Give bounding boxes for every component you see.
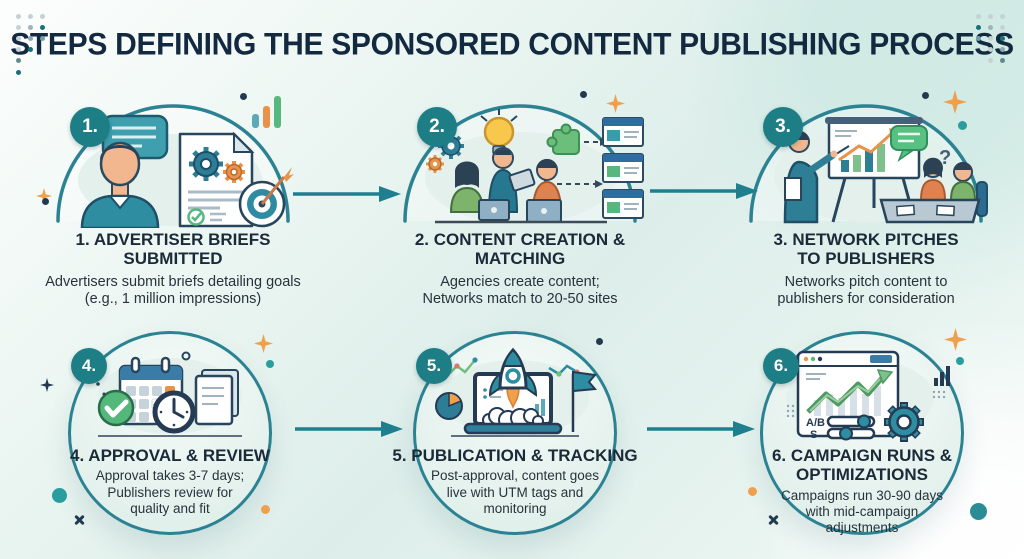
dot-decoration: [261, 505, 270, 514]
ab-test-label: A/B: [806, 417, 825, 429]
dot-decoration: [922, 92, 929, 99]
bar-chart-mini-icon: [934, 366, 950, 386]
question-mark-label: ?: [939, 147, 951, 169]
slider-knob: [857, 414, 871, 429]
gear-small-icon: [426, 155, 444, 173]
dot-decoration: [52, 488, 67, 503]
gear-icon: [189, 147, 223, 181]
dots-texture: [786, 390, 946, 418]
arrow-step2-to-step3: [650, 183, 758, 199]
dot-decoration: [42, 198, 49, 205]
step-2-number-badge: 2.: [417, 107, 457, 147]
gear-small-icon: [223, 161, 245, 183]
content-creation-illustration: [425, 109, 644, 224]
pie-chart-icon: [435, 392, 463, 420]
dot-decoration: [748, 487, 757, 496]
x-mark-icon: [74, 515, 84, 525]
chart-bars: [814, 386, 881, 416]
step-2-heading: 2. CONTENT CREATION & MATCHING: [414, 230, 626, 269]
sparkle-icon: [40, 378, 54, 392]
flag-icon: [571, 370, 598, 432]
feedback-bubble-icon: [890, 125, 928, 163]
step-5-circle: 5. PUBLICATION & TRACKING Post-approval,…: [392, 331, 638, 535]
step-1-circle: 1.: [13, 92, 333, 228]
step-3-heading: 3. NETWORK PITCHES TO PUBLISHERS: [773, 230, 959, 269]
step-6-heading: 6. CAMPAIGN RUNS & OPTIMIZATIONS: [771, 446, 953, 485]
dot-grid-decoration-left: [16, 14, 21, 19]
publication-tracking-illustration: [435, 347, 598, 437]
dot-grid-decoration-right: [976, 14, 981, 19]
x-mark-icon: [768, 515, 778, 525]
approval-review-illustration: [96, 351, 242, 437]
step-3-description: Networks pitch content to publishers for…: [777, 273, 955, 308]
step-1-description: Advertisers submit briefs detailing goal…: [45, 273, 301, 308]
bar-chart-decoration: [252, 96, 281, 128]
line-chart-left-icon: [446, 357, 478, 377]
step-4-circle: 4. APPROVAL & REVIEW Approval takes 3-7 …: [68, 331, 272, 535]
rocket-icon: [488, 347, 538, 410]
dot-decoration: [596, 338, 603, 345]
laptop-base: [463, 422, 563, 435]
dot-decoration: [266, 360, 274, 368]
step-4-description: Approval takes 3-7 days; Publishers revi…: [95, 468, 245, 516]
pitch-presentation-illustration: ?: [774, 117, 988, 224]
campaign-optimization-illustration: A/B S: [786, 350, 950, 442]
step-5-heading: 5. PUBLICATION & TRACKING: [392, 446, 638, 465]
step-4-number-badge: 4.: [71, 348, 107, 384]
step-1-number-badge: 1.: [70, 107, 110, 147]
arrow-step1-to-step2: [293, 186, 401, 202]
step-3-number-badge: 3.: [763, 107, 803, 147]
step-2: 2. 2. CONTENT CREATION & MATCHING Agenci…: [360, 92, 680, 309]
dot-decoration: [956, 357, 964, 365]
slider-knob: [839, 426, 853, 441]
meeting-table-icon: [879, 157, 988, 224]
step-1: 1. 1. ADVERTISER BRIEFS SUBMITTED Advert…: [13, 92, 333, 309]
laptop-icons: [478, 199, 562, 223]
step-4-heading: 4. APPROVAL & REVIEW: [70, 446, 270, 465]
page-title: STEPS DEFINING THE SPONSORED CONTENT PUB…: [10, 26, 1014, 62]
advertiser-brief-illustration: [78, 114, 294, 228]
target-icon: [238, 167, 294, 228]
dashed-connector-arrows: [544, 141, 600, 185]
dot-decoration: [958, 121, 967, 130]
arrow-step5-to-step6: [647, 421, 755, 437]
step-3: ? 3. 3. NETWORK PITCHES TO PUBLISHERS Ne…: [706, 92, 1024, 309]
step-5-description: Post-approval, content goes live with UT…: [430, 468, 600, 516]
site-cards-icons: [602, 117, 644, 219]
step-3-circle: ? 3.: [706, 92, 1024, 224]
step-5-number-badge: 5.: [416, 348, 452, 384]
dot-decoration: [580, 91, 587, 98]
check-circle-icon: [97, 389, 135, 427]
browser-window-icon: A/B S: [796, 350, 900, 441]
puzzle-piece-icon: [546, 123, 580, 155]
s-label: S: [810, 429, 817, 441]
step-6-circle: A/B S: [760, 331, 964, 535]
dot-decoration: [970, 503, 987, 520]
gear-icon: [884, 402, 924, 442]
dot-decoration: [240, 93, 247, 100]
step-2-circle: 2.: [360, 92, 680, 224]
step-6-description: Campaigns run 30-90 days with mid-campai…: [780, 487, 944, 536]
arrow-step4-to-step5: [295, 421, 403, 437]
documents-icon: [194, 369, 239, 426]
step-2-description: Agencies create content; Networks match …: [422, 273, 618, 308]
step-6-number-badge: 6.: [763, 348, 799, 384]
person-icon: [80, 141, 160, 228]
clock-icon: [152, 390, 196, 434]
step-1-heading: 1. ADVERTISER BRIEFS SUBMITTED: [75, 230, 271, 269]
